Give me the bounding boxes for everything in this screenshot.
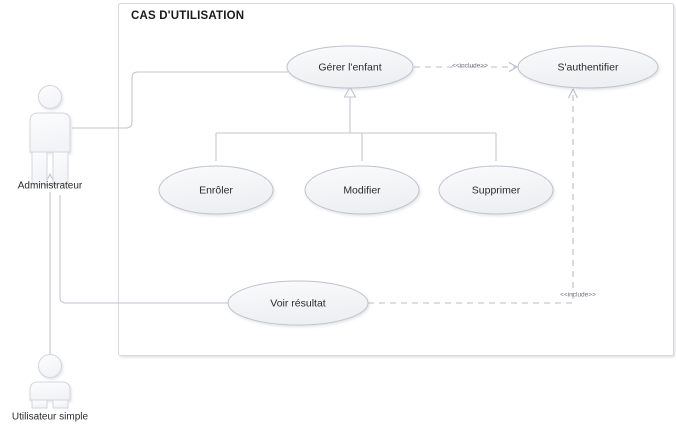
- use-case-ellipse[interactable]: [227, 280, 369, 326]
- use-case-s-authentifier[interactable]: S'authentifier: [517, 45, 659, 89]
- use-case-enroler[interactable]: Enrôler: [158, 165, 274, 215]
- actor-leg-left-icon: [31, 399, 48, 409]
- actor-torso-icon: [29, 112, 71, 153]
- use-case-ellipse[interactable]: [438, 165, 554, 215]
- use-case-ellipse[interactable]: [517, 45, 659, 89]
- generalization-actors: [43, 172, 57, 355]
- use-case-label-gerer-enfant: Gérer l'enfant: [318, 61, 381, 73]
- actor-label-utilisateur-simple: Utilisateur simple: [12, 412, 89, 423]
- actor-administrateur[interactable]: Administrateur: [18, 85, 83, 192]
- actor-torso-icon: [29, 381, 71, 401]
- association-admin-voir-resultat: [59, 195, 228, 304]
- actor-utilisateur-simple[interactable]: Utilisateur simple: [12, 354, 89, 423]
- use-case-voir-resultat[interactable]: Voir résultat: [227, 280, 369, 326]
- actor-head-icon: [38, 85, 62, 109]
- association-admin-gerer-enfant: [72, 71, 288, 129]
- actor-leg-left-icon: [31, 151, 48, 185]
- use-case-label-s-authentifier: S'authentifier: [558, 61, 619, 73]
- generalization-arrowhead-gerer-enfant: [343, 85, 357, 98]
- include-voir-resultat-to-authentifier: <<include>>: [368, 87, 596, 304]
- actor-head-icon: [38, 354, 62, 378]
- include-arrowhead-authentifier-left: [508, 62, 519, 72]
- include-stereotype-label-bottom: <<include>>: [560, 292, 596, 299]
- include-gerer-enfant-to-authentifier: <<include>>: [414, 62, 519, 72]
- include-arrowhead-authentifier-bottom: [568, 87, 578, 99]
- use-case-ellipse[interactable]: [304, 165, 420, 215]
- use-case-ellipse[interactable]: [286, 45, 414, 89]
- generalization-group-gerer-enfant: [215, 85, 497, 161]
- actor-leg-right-icon: [52, 151, 69, 185]
- use-case-gerer-enfant[interactable]: Gérer l'enfant: [286, 45, 414, 89]
- use-case-supprimer[interactable]: Supprimer: [438, 165, 554, 215]
- use-case-ellipse[interactable]: [158, 165, 274, 215]
- actor-label-administrateur: Administrateur: [18, 181, 83, 192]
- use-case-label-enroler: Enrôler: [199, 184, 233, 196]
- use-case-label-voir-resultat: Voir résultat: [270, 297, 326, 309]
- actor-leg-right-icon: [52, 399, 69, 409]
- frame-title: CAS D'UTILISATION: [131, 10, 244, 22]
- use-case-label-modifier: Modifier: [343, 184, 381, 196]
- use-case-label-supprimer: Supprimer: [472, 184, 521, 196]
- include-stereotype-label-top: <<include>>: [452, 63, 488, 70]
- use-case-modifier[interactable]: Modifier: [304, 165, 420, 215]
